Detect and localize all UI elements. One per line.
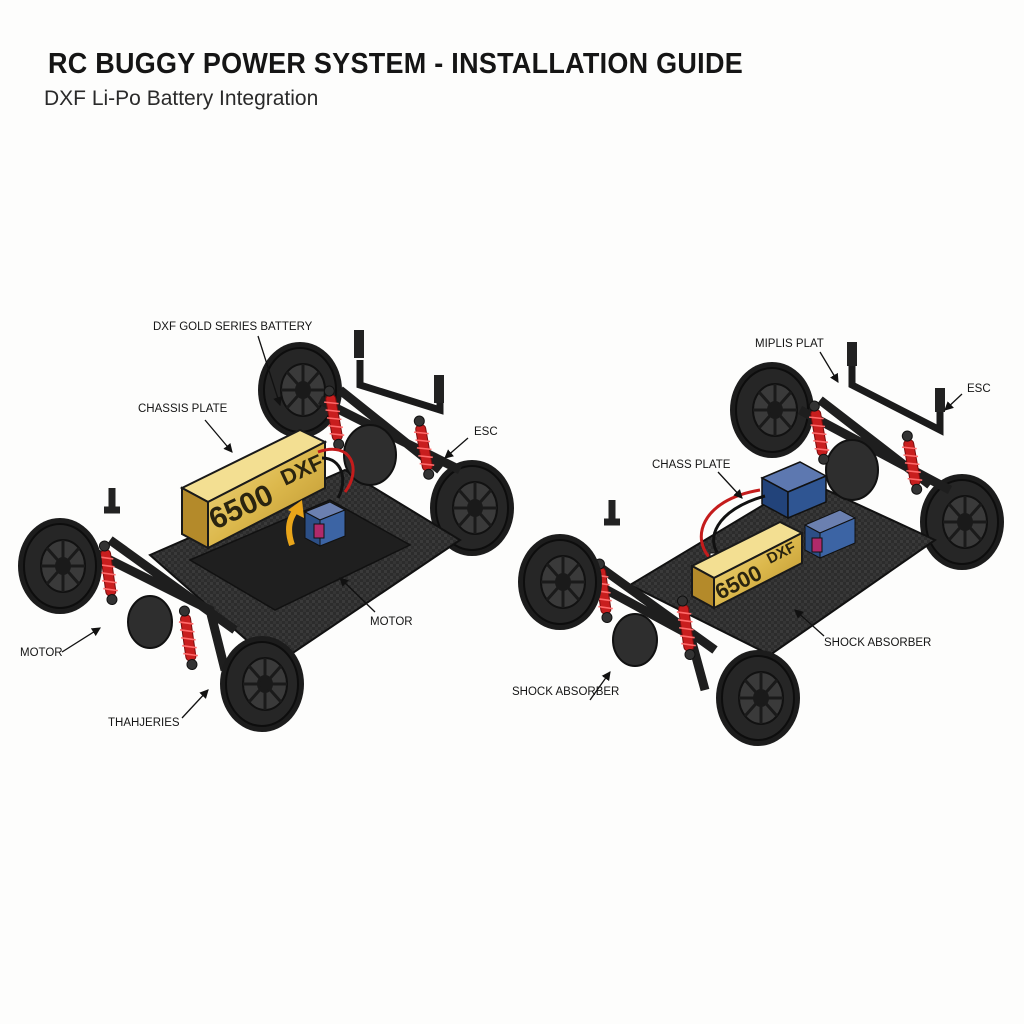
left-label-esc: ESC xyxy=(474,426,498,438)
left-label-motor-left: MOTOR xyxy=(20,647,63,659)
right-front-right-wheel xyxy=(714,648,802,748)
right-motor-can xyxy=(811,537,823,553)
left-front-shock-2 xyxy=(176,604,201,672)
left-label-chassis: CHASSIS PLATE xyxy=(138,403,228,415)
left-wing-post-2 xyxy=(434,375,444,403)
right-label-esc: ESC xyxy=(967,383,991,395)
right-battery: 6500 DXF xyxy=(689,520,805,610)
left-wing-post-1 xyxy=(354,330,364,358)
right-esc xyxy=(760,461,828,520)
left-front-right-wheel xyxy=(218,634,306,734)
left-install-arrow-head xyxy=(288,500,304,518)
left-motor-can xyxy=(313,523,325,539)
left-label-bottom: THAHJERIES xyxy=(108,717,180,729)
right-callouts: MIPLIS PLAT ESC CHASS PLATE SHOCK ABSORB… xyxy=(512,338,991,701)
left-front-gearbox xyxy=(127,595,173,649)
right-label-shock-left: SHOCK ABSORBER xyxy=(512,686,619,698)
right-wing-mount xyxy=(848,360,944,436)
page-subtitle: DXF Li-Po Battery Integration xyxy=(44,87,319,110)
right-rear-right-wheel xyxy=(918,472,1006,572)
right-rear-gearbox xyxy=(825,439,879,501)
right-label-chassis: CHASS PLATE xyxy=(652,459,731,471)
page-title: RC BUGGY POWER SYSTEM - INSTALLATION GUI… xyxy=(48,48,743,80)
right-front-left-wheel xyxy=(516,532,604,632)
left-label-motor-right: MOTOR xyxy=(370,616,413,628)
right-buggy-illustration: 6500 DXF xyxy=(516,342,1006,748)
left-front-left-wheel xyxy=(16,516,104,616)
left-rear-gearbox xyxy=(343,424,397,486)
left-battery-black-wire xyxy=(321,456,345,499)
right-loose-post xyxy=(604,500,620,526)
right-wing-post-1 xyxy=(847,342,857,366)
left-buggy-illustration: 6500 DXF xyxy=(16,330,516,734)
left-battery-tray xyxy=(188,499,412,611)
left-battery-red-wire xyxy=(317,447,355,493)
right-label-top: MIPLIS PLAT xyxy=(755,338,824,350)
left-wing-mount xyxy=(356,360,444,415)
right-black-wire xyxy=(712,494,766,558)
left-label-battery: DXF GOLD SERIES BATTERY xyxy=(153,321,313,333)
right-wing-post-2 xyxy=(935,388,945,412)
right-label-shock-right: SHOCK ABSORBER xyxy=(824,637,931,649)
left-loose-post xyxy=(104,488,120,514)
left-callouts: DXF GOLD SERIES BATTERY CHASSIS PLATE ES… xyxy=(20,321,498,729)
right-front-gearbox xyxy=(612,613,658,667)
left-front-arms xyxy=(87,536,238,672)
